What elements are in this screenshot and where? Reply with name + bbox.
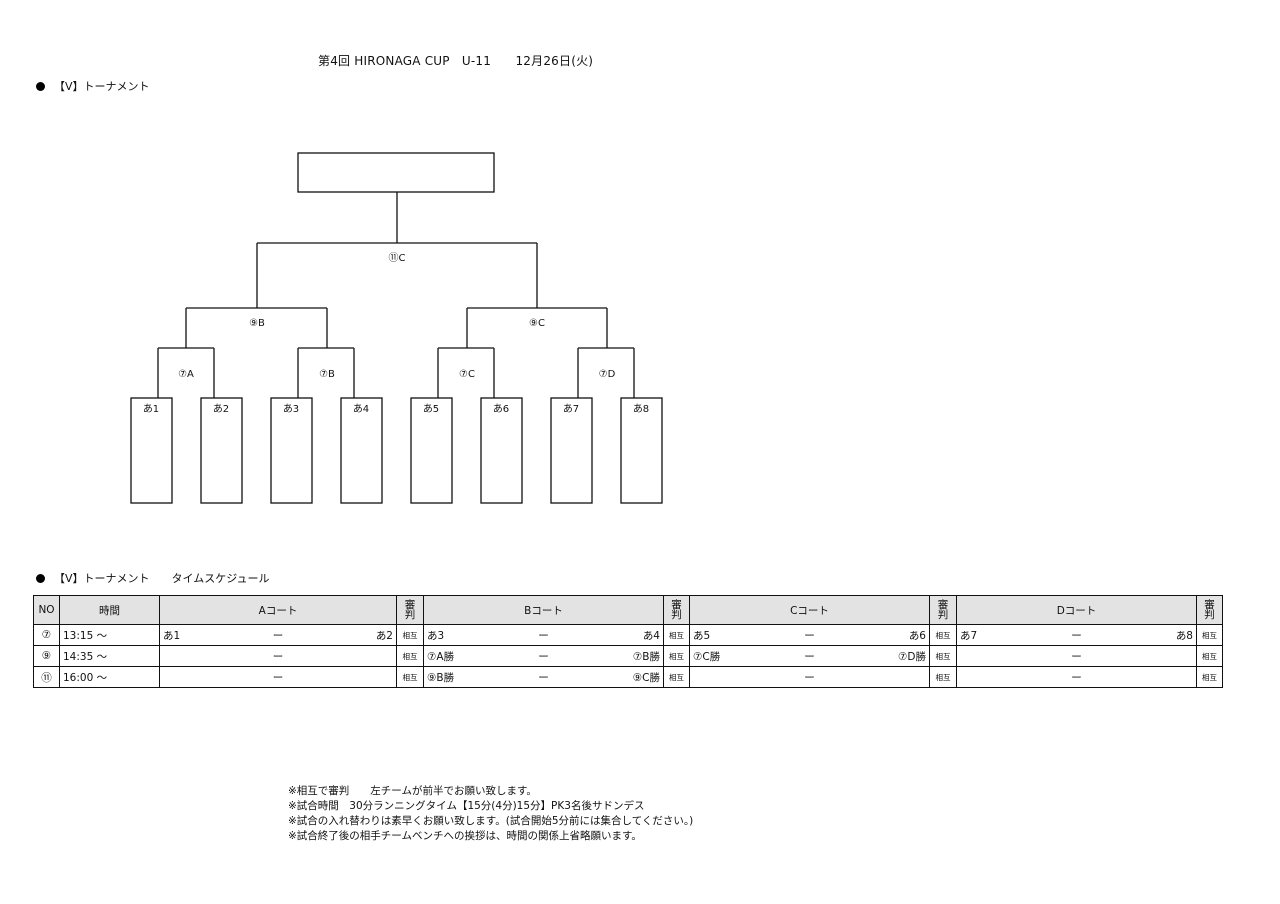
bullet-icon xyxy=(36,81,45,91)
team-label: あ1 xyxy=(143,403,159,415)
team-label: あ2 xyxy=(213,403,229,415)
team-box xyxy=(620,397,663,504)
section-heading-schedule-label: 【V】トーナメント タイムスケジュール xyxy=(54,572,270,585)
header-court-a: Aコート xyxy=(159,595,397,625)
header-referee: 審判 xyxy=(663,595,690,625)
team-label: あ8 xyxy=(633,403,649,415)
referee-cell: 相互 xyxy=(929,666,957,688)
bullet-icon xyxy=(36,573,45,583)
court-d-match: ー xyxy=(956,645,1197,667)
referee-cell: 相互 xyxy=(663,624,690,646)
tournament-bracket: ⑪C ⑨B ⑨C ⑦A ⑦B ⑦C ⑦D あ1 あ2 あ3 あ4 あ5 あ6 あ… xyxy=(130,152,663,504)
referee-cell: 相互 xyxy=(396,666,424,688)
referee-cell: 相互 xyxy=(396,624,424,646)
match-time: 14:35 ～ xyxy=(59,645,160,667)
team-box xyxy=(410,397,453,504)
match-no: ⑦ xyxy=(33,624,60,646)
referee-cell: 相互 xyxy=(396,645,424,667)
referee-cell: 相互 xyxy=(1196,666,1223,688)
referee-cell: 相互 xyxy=(663,666,690,688)
match-no: ⑨ xyxy=(33,645,60,667)
final-match-label: ⑪C xyxy=(389,252,406,264)
referee-cell: 相互 xyxy=(1196,624,1223,646)
team-label: あ5 xyxy=(423,403,439,415)
quarter-match-label: ⑦A xyxy=(178,369,194,380)
note-line: ※試合終了後の相手チームベンチへの挨拶は、時間の関係上省略願います。 xyxy=(288,830,642,842)
header-court-b: Bコート xyxy=(423,595,664,625)
team-box xyxy=(480,397,523,504)
team-label: あ6 xyxy=(493,403,509,415)
match-no: ⑪ xyxy=(33,666,60,688)
header-referee: 審判 xyxy=(1196,595,1223,625)
referee-cell: 相互 xyxy=(1196,645,1223,667)
quarter-match-label: ⑦D xyxy=(599,369,616,380)
header-referee: 審判 xyxy=(396,595,424,625)
team-box xyxy=(130,397,173,504)
team-label: あ4 xyxy=(353,403,369,415)
match-time: 16:00 ～ xyxy=(59,666,160,688)
note-line: ※試合時間 30分ランニングタイム【15分(4分)15分】PK3名後サドンデス xyxy=(288,800,645,812)
winner-box xyxy=(297,152,495,193)
section-heading-schedule: 【V】トーナメント タイムスケジュール xyxy=(36,570,270,586)
note-line: ※相互で審判 左チームが前半でお願い致します。 xyxy=(288,785,537,797)
court-c-match: ー xyxy=(689,666,930,688)
team-label: あ7 xyxy=(563,403,579,415)
match-time: 13:15 ～ xyxy=(59,624,160,646)
header-court-c: Cコート xyxy=(689,595,930,625)
schedule-table: NO 時間 Aコート 審判 Bコート 審判 Cコート 審判 Dコート 審判 ⑦ … xyxy=(33,595,1223,688)
notes: ※相互で審判 左チームが前半でお願い致します。 ※試合時間 30分ランニングタイ… xyxy=(288,784,693,844)
team-box xyxy=(340,397,383,504)
schedule-header-row: NO 時間 Aコート 審判 Bコート 審判 Cコート 審判 Dコート 審判 xyxy=(33,595,1223,625)
section-heading-tournament: 【V】トーナメント xyxy=(36,78,150,94)
referee-cell: 相互 xyxy=(929,624,957,646)
team-box xyxy=(200,397,243,504)
referee-cell: 相互 xyxy=(663,645,690,667)
quarter-match-label: ⑦C xyxy=(459,369,475,380)
semi-match-label: ⑨C xyxy=(529,318,545,329)
court-d-match: ー xyxy=(956,666,1197,688)
court-a-match: ー xyxy=(159,666,397,688)
court-a-match: ー xyxy=(159,645,397,667)
semi-match-label: ⑨B xyxy=(249,318,265,329)
referee-cell: 相互 xyxy=(929,645,957,667)
team-box xyxy=(550,397,593,504)
header-no: NO xyxy=(33,595,60,625)
quarter-match-label: ⑦B xyxy=(319,369,335,380)
header-referee: 審判 xyxy=(929,595,957,625)
section-heading-tournament-label: 【V】トーナメント xyxy=(54,80,150,93)
page-title: 第4回 HIRONAGA CUP U-11 12月26日(火) xyxy=(318,54,594,68)
note-line: ※試合の入れ替わりは素早くお願い致します。(試合開始5分前には集合してください。… xyxy=(288,815,694,827)
team-label: あ3 xyxy=(283,403,299,415)
team-box xyxy=(270,397,313,504)
header-court-d: Dコート xyxy=(956,595,1197,625)
header-time: 時間 xyxy=(59,595,160,625)
